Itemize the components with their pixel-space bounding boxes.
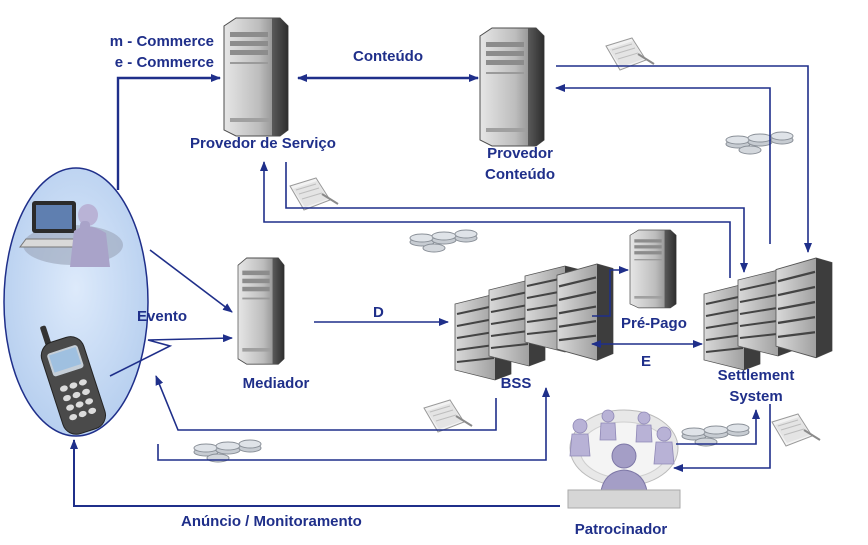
- settlement-label-line1: Settlement: [717, 367, 795, 384]
- patrocinador-bss-arrow: [157, 387, 550, 461]
- mediador-server-icon: [237, 257, 285, 365]
- pre-pago-server-icon: [629, 229, 677, 309]
- document-icon: [289, 177, 339, 211]
- servico-settlement-arrow: [285, 162, 748, 273]
- settlement-servico-arrow: [260, 161, 731, 278]
- coins-icon: [193, 439, 262, 463]
- people-group-icon: [567, 409, 681, 509]
- conteudo-label: Conteúdo: [353, 48, 423, 65]
- conteudo-settlement-arrow: [556, 65, 812, 253]
- anuncio-arrow: [70, 439, 560, 507]
- settlement-label-line2: System: [729, 388, 783, 405]
- person-at-computer-icon: [19, 201, 123, 267]
- bss-server-rack-icon: [454, 262, 615, 381]
- provedor-conteudo-server-icon: [479, 27, 545, 147]
- patrocinador-label: Patrocinador: [574, 521, 668, 538]
- bss-label: BSS: [500, 375, 532, 392]
- provedor-conteudo-label-line2: Conteúdo: [485, 166, 555, 183]
- settlement-patrocinador-arrow: [673, 404, 771, 472]
- d-label: D: [373, 304, 384, 321]
- coins-icon: [725, 131, 794, 155]
- coins-icon: [681, 423, 750, 447]
- mcommerce-label: m - Commerce: [109, 33, 214, 50]
- evento-label: Evento: [137, 308, 188, 325]
- evento-arrow: [109, 334, 233, 377]
- mobile-phone-icon: [40, 325, 107, 435]
- pre-pago-label: Pré-Pago: [621, 315, 687, 332]
- settlement-conteudo-arrow: [555, 84, 771, 244]
- anuncio-monitoramento-label: Anúncio / Monitoramento: [181, 513, 362, 530]
- document-icon: [423, 399, 473, 433]
- provedor-conteudo-label-line1: Provedor: [487, 145, 553, 162]
- coins-icon: [409, 229, 478, 253]
- ecommerce-label: e - Commerce: [114, 54, 214, 71]
- settlement-server-rack-icon: [703, 256, 834, 371]
- bss-prepago-arrow: [592, 266, 629, 317]
- bss-device-arrow: [155, 375, 497, 431]
- provedor-servico-server-icon: [223, 17, 289, 137]
- provedor-servico-label: Provedor de Serviço: [190, 135, 336, 152]
- device-to-mediador-arrow: [149, 249, 233, 313]
- mediador-label: Mediador: [242, 375, 310, 392]
- document-icon: [771, 413, 821, 447]
- commerce-arrow: [116, 74, 221, 190]
- patrocinador-settlement-arrow: [676, 409, 760, 445]
- e-label: E: [641, 353, 652, 370]
